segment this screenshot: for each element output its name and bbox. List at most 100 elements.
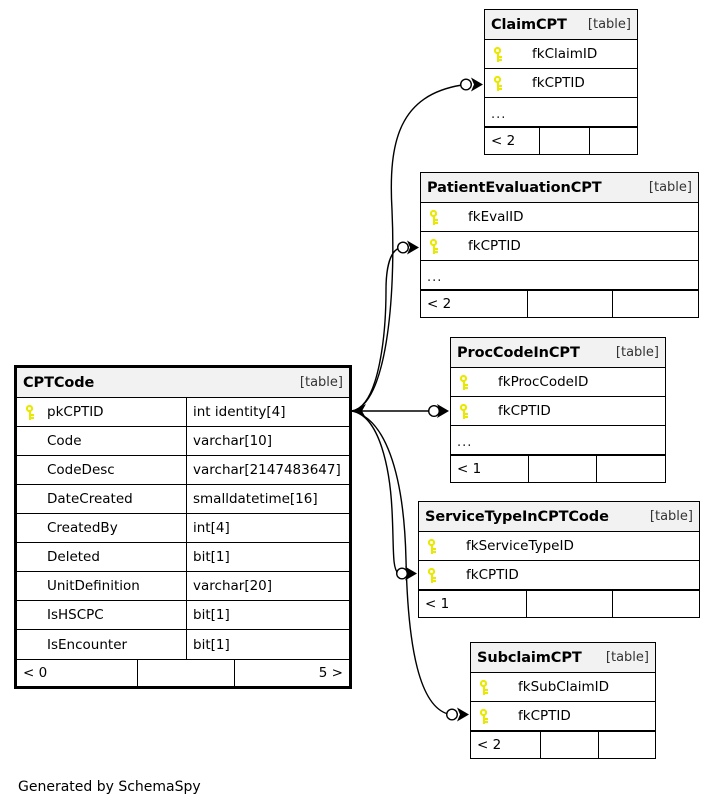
column-name-cell: IsHSCPC xyxy=(17,601,187,629)
column-name: IsHSCPC xyxy=(47,607,104,623)
footer-cell-right xyxy=(613,591,699,617)
table-footer-patientevaluationcpt: < 2 xyxy=(421,290,698,317)
table-tag: [table] xyxy=(587,17,631,32)
footer-cell-left: < 2 xyxy=(485,128,540,154)
table-row[interactable]: fkProcCodeID xyxy=(451,368,665,397)
table-proccodeincpt[interactable]: ProcCodeInCPT [table] fkProcCodeID fkCPT… xyxy=(450,337,666,483)
column-name: fkCPTID xyxy=(466,567,519,583)
footer-cell-right xyxy=(599,732,655,758)
edge-arrowheads xyxy=(405,77,483,722)
arrowhead-claimcpt xyxy=(471,77,483,92)
arrowhead-subclaimcpt xyxy=(457,707,469,722)
key-icon xyxy=(479,679,488,695)
footer-cell-middle xyxy=(541,732,599,758)
table-row[interactable]: IsHSCPC bit[1] xyxy=(17,601,349,630)
arrowhead-patientevaluationcpt xyxy=(407,240,419,255)
footer-cell-left: < 1 xyxy=(419,591,527,617)
table-row[interactable]: Code varchar[10] xyxy=(17,427,349,456)
column-name: fkCPTID xyxy=(518,708,571,724)
column-name: fkCPTID xyxy=(498,403,551,419)
table-footer-cptcode: < 0 5 > xyxy=(17,659,349,686)
more-columns-ellipsis: ... xyxy=(421,261,698,290)
table-name: ClaimCPT xyxy=(491,16,567,33)
table-title-proccodeincpt: ProcCodeInCPT [table] xyxy=(451,338,665,368)
footer-cell-middle xyxy=(529,456,597,482)
table-row[interactable]: fkEvalID xyxy=(421,203,698,232)
table-row[interactable]: fkCPTID xyxy=(451,397,665,426)
table-row[interactable]: fkCPTID xyxy=(421,232,698,261)
table-title-subclaimcpt: SubclaimCPT [table] xyxy=(471,643,655,673)
table-row[interactable]: fkCPTID xyxy=(419,561,699,590)
column-name: UnitDefinition xyxy=(47,578,140,594)
arrowhead-proccodeincpt xyxy=(437,404,449,418)
optional-circle-patientevaluationcpt xyxy=(397,241,410,254)
arrowhead-cptcode-anchor xyxy=(353,404,366,418)
table-row[interactable]: IsEncounter bit[1] xyxy=(17,630,349,659)
table-row[interactable]: CodeDesc varchar[2147483647] xyxy=(17,456,349,485)
table-tag: [table] xyxy=(615,345,659,360)
table-row[interactable]: CreatedBy int[4] xyxy=(17,514,349,543)
table-row[interactable]: UnitDefinition varchar[20] xyxy=(17,572,349,601)
column-name: CreatedBy xyxy=(47,520,118,536)
table-claimcpt[interactable]: ClaimCPT [table] fkClaimID fkCPTID ... <… xyxy=(484,9,638,155)
arrowhead-servicetypeincptcode xyxy=(405,566,417,581)
table-footer-proccodeincpt: < 1 xyxy=(451,455,665,482)
column-type: bit[1] xyxy=(193,607,230,623)
column-name-cell: pkCPTID xyxy=(17,398,187,426)
table-servicetypeincptcode[interactable]: ServiceTypeInCPTCode [table] fkServiceTy… xyxy=(418,501,700,618)
table-row[interactable]: fkSubClaimID xyxy=(471,673,655,702)
column-type: bit[1] xyxy=(193,549,230,565)
footer-cell-left: < 2 xyxy=(471,732,541,758)
table-title-cptcode: CPTCode [table] xyxy=(17,368,349,398)
edge-cptcode-subclaimcpt xyxy=(351,410,449,715)
table-name: PatientEvaluationCPT xyxy=(427,179,602,196)
key-icon xyxy=(429,209,438,225)
key-slot xyxy=(25,404,47,420)
column-name: CodeDesc xyxy=(47,462,115,478)
footer-cell-middle xyxy=(528,291,613,317)
key-icon xyxy=(493,75,502,91)
column-name: fkServiceTypeID xyxy=(466,538,574,554)
more-columns-ellipsis: ... xyxy=(485,98,637,127)
table-row[interactable]: fkCPTID xyxy=(485,69,637,98)
table-row[interactable]: fkClaimID xyxy=(485,40,637,69)
table-row[interactable]: Deleted bit[1] xyxy=(17,543,349,572)
column-type: int identity[4] xyxy=(193,404,286,420)
key-icon xyxy=(25,404,34,420)
column-type: int[4] xyxy=(193,520,230,536)
column-type: varchar[10] xyxy=(193,433,273,449)
column-name: fkClaimID xyxy=(532,46,598,62)
column-name: fkSubClaimID xyxy=(518,679,609,695)
edge-cptcode-servicetypeincptcode xyxy=(351,410,399,574)
footer-cell-middle xyxy=(540,128,590,154)
column-name-cell: UnitDefinition xyxy=(17,572,187,600)
table-patientevaluationcpt[interactable]: PatientEvaluationCPT [table] fkEvalID fk… xyxy=(420,172,699,318)
footer-cell-right xyxy=(613,291,698,317)
footer-cell-right: 5 > xyxy=(318,665,343,681)
column-name-cell: IsEncounter xyxy=(17,630,187,659)
optional-circle-claimcpt xyxy=(460,78,473,91)
column-name-cell: Code xyxy=(17,427,187,455)
table-row[interactable]: fkServiceTypeID xyxy=(419,532,699,561)
key-icon xyxy=(493,46,502,62)
table-row[interactable]: pkCPTID int identity[4] xyxy=(17,398,349,427)
key-icon xyxy=(459,374,468,390)
edge-optionality-markers xyxy=(396,78,473,721)
column-type: smalldatetime[16] xyxy=(193,491,318,507)
column-name: fkProcCodeID xyxy=(498,374,589,390)
table-footer-subclaimcpt: < 2 xyxy=(471,731,655,758)
table-tag: [table] xyxy=(299,375,343,390)
column-name-cell: Deleted xyxy=(17,543,187,571)
more-columns-ellipsis: ... xyxy=(451,426,665,455)
table-row[interactable]: DateCreated smalldatetime[16] xyxy=(17,485,349,514)
key-icon xyxy=(459,403,468,419)
footer-cell-left: < 1 xyxy=(451,456,529,482)
column-name: IsEncounter xyxy=(47,636,128,653)
table-cptcode[interactable]: CPTCode [table] pkCPTID int identity[4] xyxy=(14,365,352,689)
table-row[interactable]: fkCPTID xyxy=(471,702,655,731)
column-name: Deleted xyxy=(47,549,100,565)
table-subclaimcpt[interactable]: SubclaimCPT [table] fkSubClaimID fkCPTID… xyxy=(470,642,656,759)
table-columns-cptcode: pkCPTID int identity[4] Code varchar[10]… xyxy=(17,398,349,659)
